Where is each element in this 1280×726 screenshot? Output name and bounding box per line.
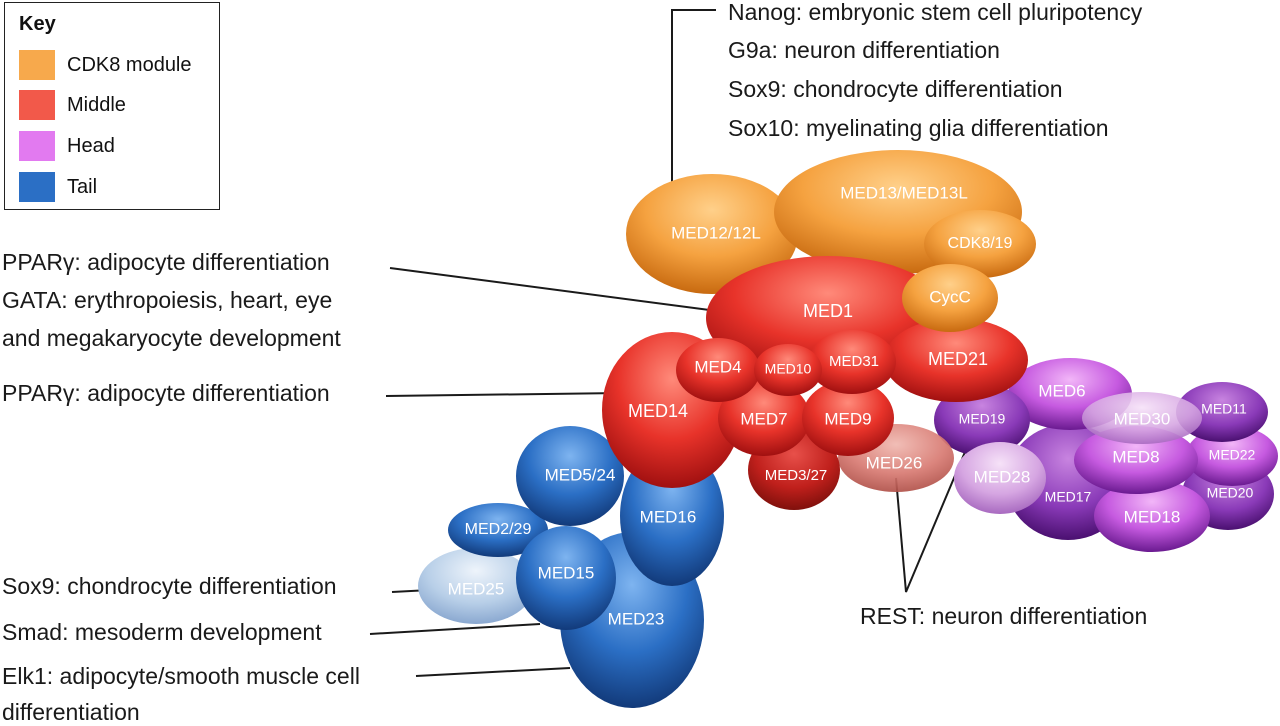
subunit-label: MED10 <box>765 361 812 377</box>
subunit-label: MED11 <box>1201 401 1247 417</box>
key-title: Key <box>19 13 56 35</box>
subunit-label: MED15 <box>538 563 595 582</box>
annotation-gata-line2: and megakaryocyte development <box>2 325 341 351</box>
subunit-label: MED7 <box>740 409 787 428</box>
subunit-label: MED9 <box>824 409 871 428</box>
subunit-med19 <box>934 384 1030 456</box>
annotation-elk1-line2: differentiation <box>2 699 140 725</box>
subunit-med7 <box>718 380 810 456</box>
swatch-cdk8-module <box>19 50 55 80</box>
subunit-label: MED22 <box>1209 447 1256 463</box>
subunit-label: MED28 <box>974 467 1031 486</box>
subunit-label: MED2/29 <box>465 521 532 538</box>
subunit-cycc <box>902 264 998 332</box>
leader-line-smad <box>369 623 541 635</box>
subunit-label: MED19 <box>959 411 1006 427</box>
subunit-label: MED20 <box>1207 485 1254 501</box>
annotation-g9a: G9a: neuron differentiation <box>728 37 1000 63</box>
annotation-rest: REST: neuron differentiation <box>860 603 1148 629</box>
key-legend: Key CDK8 module Middle Head Tail <box>4 2 220 210</box>
subunit-label: MED13/MED13L <box>840 183 968 202</box>
subunit-label: MED8 <box>1112 447 1159 466</box>
subunit-label: CDK8/19 <box>948 235 1013 252</box>
leader-line-rest <box>895 439 971 593</box>
leader-line-nanog <box>671 9 716 186</box>
subunit-med2-29 <box>448 503 548 557</box>
subunit-label: MED31 <box>829 353 879 370</box>
annotation-ppar-med14: PPARγ: adipocyte differentiation <box>2 380 330 406</box>
subunit-label: MED3/27 <box>765 467 828 484</box>
key-item: Middle <box>19 89 126 121</box>
key-label: Tail <box>67 175 98 198</box>
subunit-med31 <box>808 330 896 394</box>
subunit-label: MED12/12L <box>671 223 761 242</box>
subunit-med8 <box>1074 426 1198 494</box>
subunit-med25 <box>418 548 534 624</box>
key-label: CDK8 module <box>67 53 192 76</box>
annotation-ppar-med1: PPARγ: adipocyte differentiation <box>2 249 330 275</box>
subunit-med18 <box>1094 480 1210 552</box>
subunit-med21 <box>884 318 1028 402</box>
subunit-med28 <box>954 442 1046 514</box>
annotation-smad: Smad: mesoderm development <box>2 619 322 645</box>
subunit-label: MED21 <box>928 349 988 369</box>
swatch-head <box>19 131 55 161</box>
swatch-tail <box>19 172 55 202</box>
swatch-middle <box>19 90 55 120</box>
subunit-med5-24 <box>516 426 624 526</box>
leader-line-elk1 <box>415 667 571 677</box>
subunit-med30 <box>1082 392 1202 444</box>
key-item: Head <box>19 130 115 162</box>
subunit-med12-12l <box>626 174 798 294</box>
subunit-label: MED6 <box>1038 381 1085 400</box>
subunit-cdk8-19 <box>924 210 1036 278</box>
key-label: Middle <box>67 93 126 116</box>
subunit-med22 <box>1186 426 1278 486</box>
annotation-gata-line1: GATA: erythropoiesis, heart, eye <box>2 287 333 313</box>
subunit-med10 <box>754 344 822 396</box>
subunit-label: MED23 <box>608 609 665 628</box>
subunit-med11 <box>1176 382 1268 442</box>
subunit-med4 <box>676 338 760 402</box>
annotation-elk1-line1: Elk1: adipocyte/smooth muscle cell <box>2 663 360 689</box>
subunit-label: MED25 <box>448 579 505 598</box>
subunit-med9 <box>802 380 894 456</box>
subunit-label: MED18 <box>1124 507 1181 526</box>
key-label: Head <box>67 134 115 157</box>
subunit-label: MED16 <box>640 507 697 526</box>
annotation-nanog: Nanog: embryonic stem cell pluripotency <box>728 0 1143 25</box>
leader-line-ppar-med14 <box>385 392 623 397</box>
subunit-label: MED26 <box>866 453 923 472</box>
subunit-med15 <box>516 526 616 630</box>
annotation-sox9-top: Sox9: chondrocyte differentiation <box>728 76 1063 102</box>
subunit-label: MED17 <box>1045 489 1092 505</box>
subunit-label: MED4 <box>694 357 741 376</box>
subunit-label: MED14 <box>628 401 688 421</box>
annotation-sox9-bottom: Sox9: chondrocyte differentiation <box>2 573 337 599</box>
subunit-label: MED5/24 <box>545 465 616 484</box>
subunit-label: CycC <box>929 287 971 306</box>
subunit-label: MED1 <box>803 301 853 321</box>
key-item: CDK8 module <box>19 49 192 81</box>
key-item: Tail <box>19 171 97 203</box>
annotation-sox10: Sox10: myelinating glia differentiation <box>728 115 1109 141</box>
leader-line-ppar-med1 <box>389 267 741 315</box>
subunit-label: MED30 <box>1114 409 1171 428</box>
